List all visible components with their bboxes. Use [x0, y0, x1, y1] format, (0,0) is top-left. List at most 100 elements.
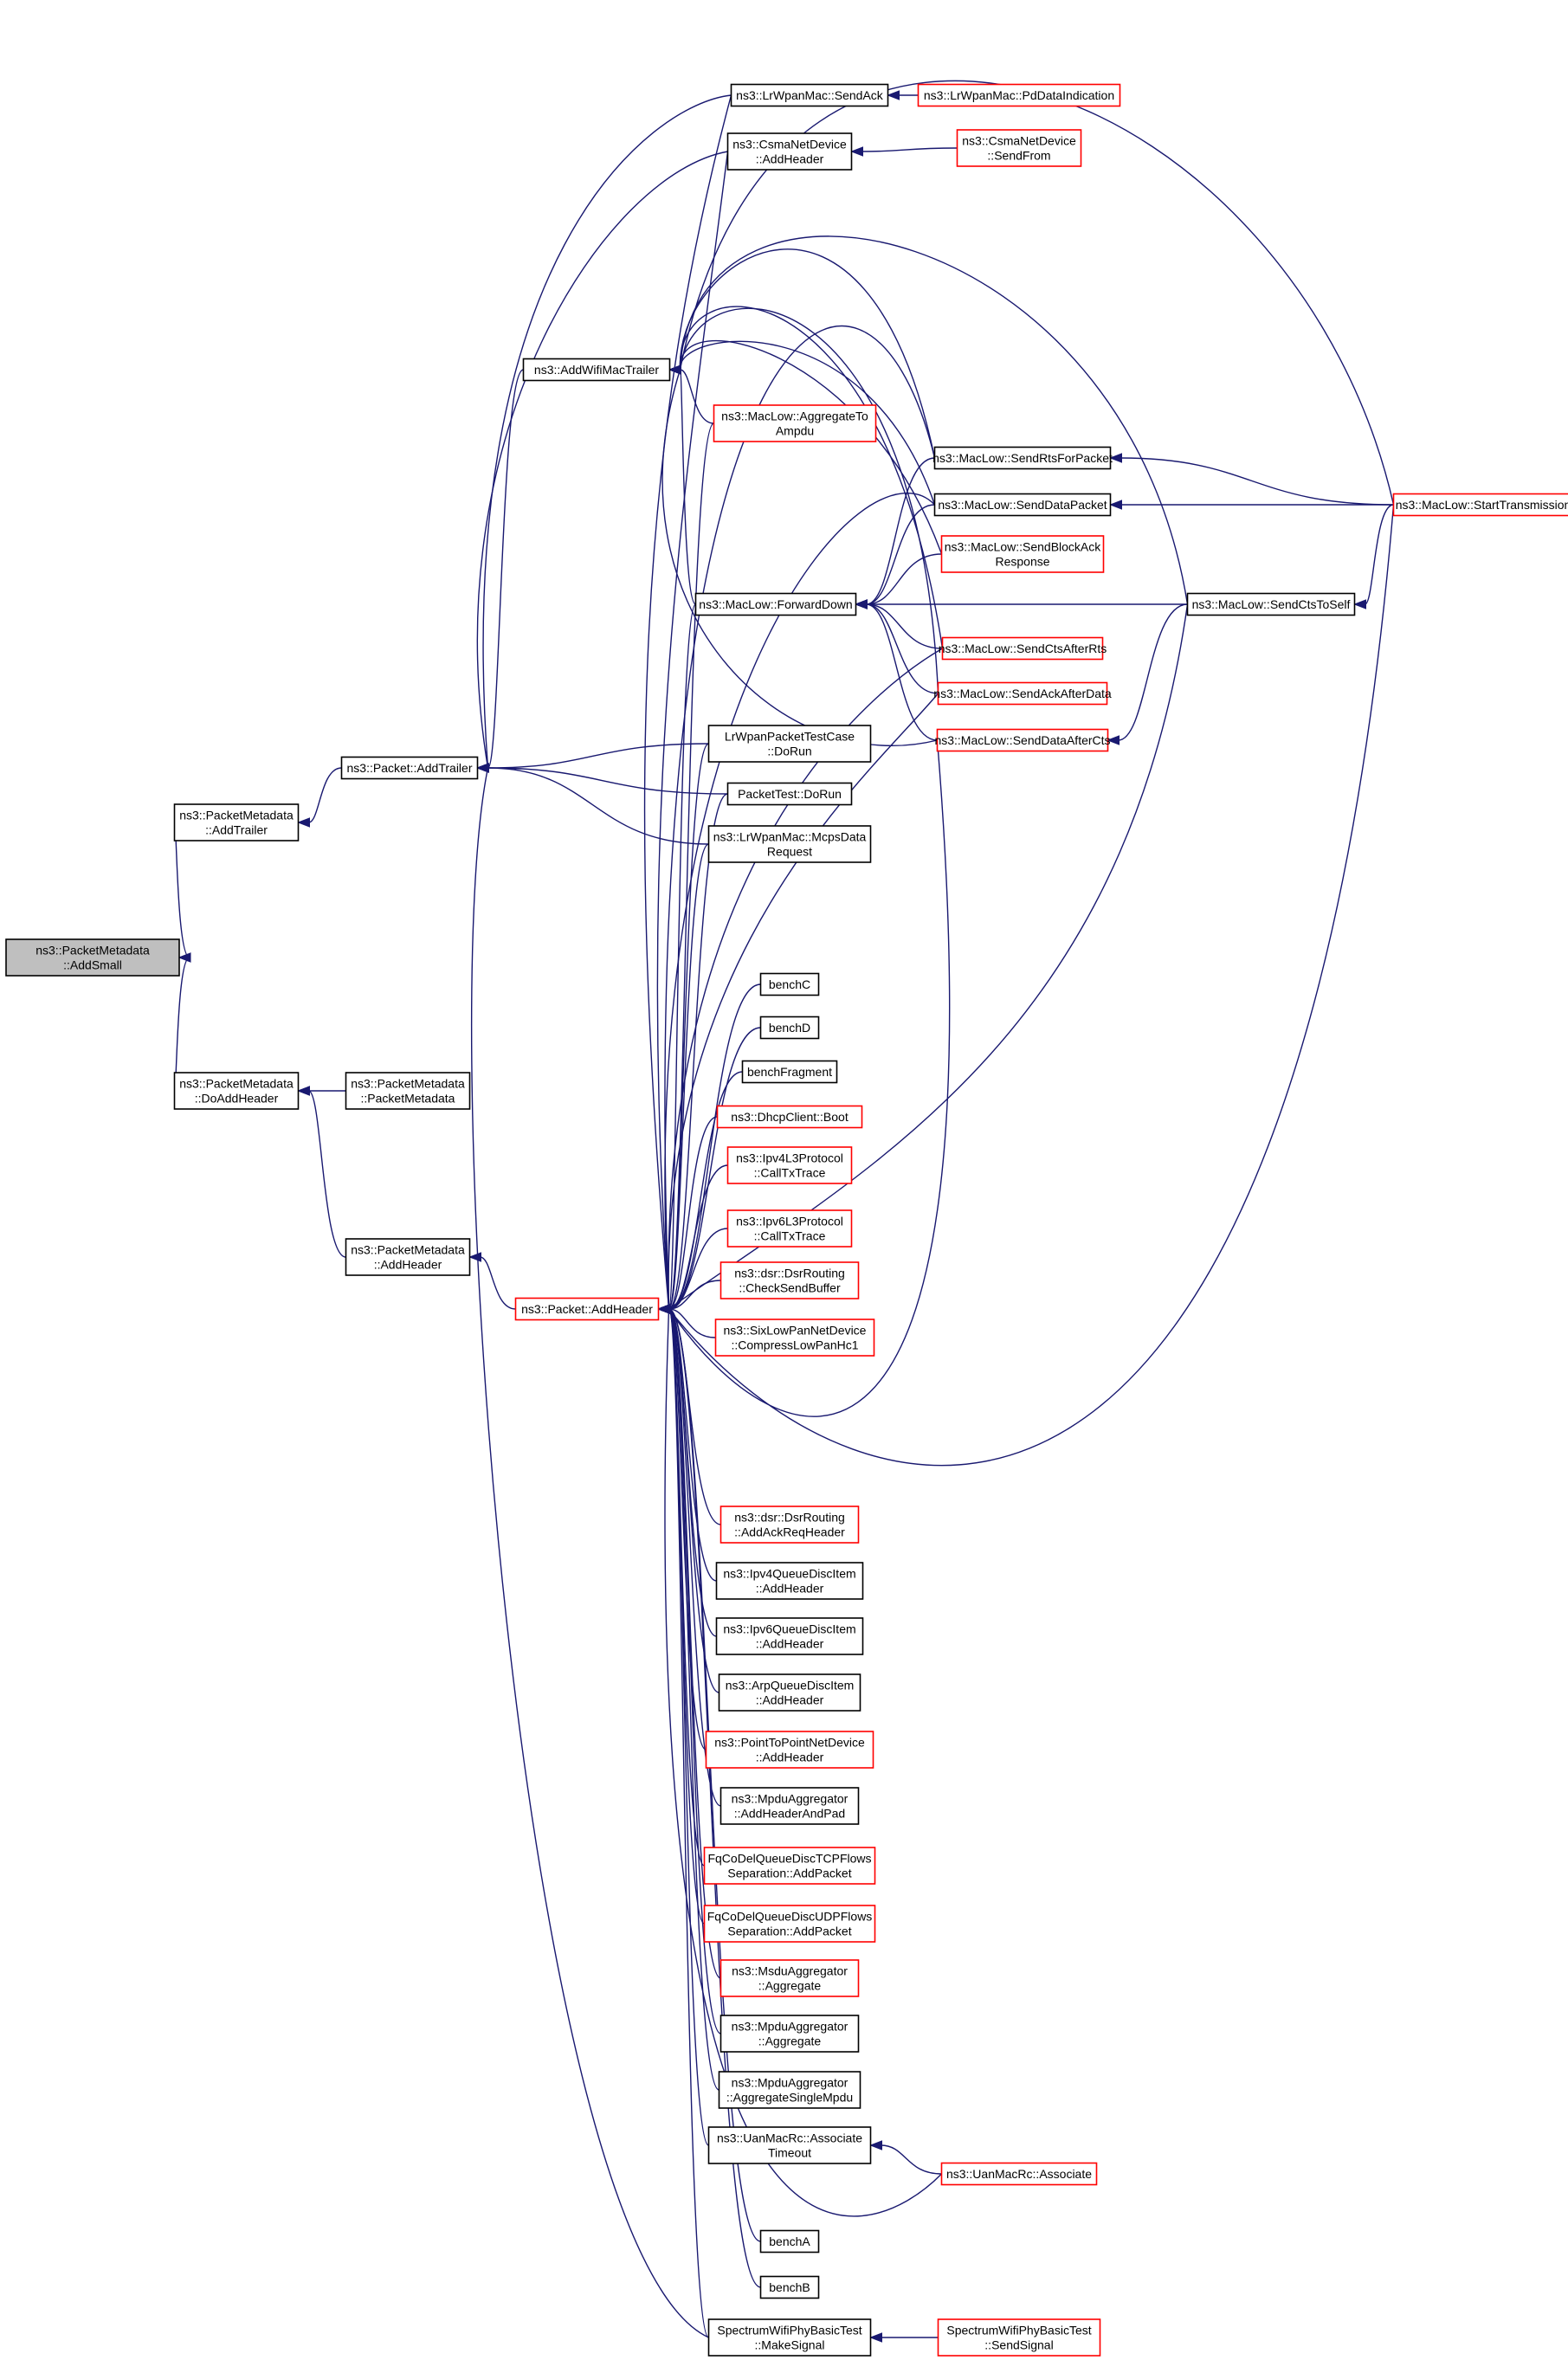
call-edge	[173, 957, 190, 1092]
node-label: ns3::MacLow::SendCtsToSelf	[1192, 597, 1351, 611]
node-label: ::DoRun	[767, 745, 811, 758]
call-edge	[1118, 603, 1188, 741]
graph-node-sendrts[interactable]: ns3::MacLow::SendRtsForPacket	[932, 446, 1113, 470]
graph-node-sendctstoself[interactable]: ns3::MacLow::SendCtsToSelf	[1186, 592, 1356, 616]
graph-node-ipv6qdi[interactable]: ns3::Ipv6QueueDiscItem::AddHeader	[715, 1617, 864, 1655]
graph-node-spectrum_make[interactable]: SpectrumWifiPhyBasicTest::MakeSignal	[707, 2318, 872, 2357]
call-edge-arrowhead	[1107, 735, 1120, 745]
graph-node-packettest[interactable]: PacketTest::DoRun	[726, 782, 853, 806]
graph-node-arpqdi[interactable]: ns3::ArpQueueDiscItem::AddHeader	[718, 1673, 861, 1712]
node-label: ns3::dsr::DsrRouting	[734, 1267, 845, 1280]
node-label: benchFragment	[747, 1065, 832, 1079]
node-box	[726, 1146, 853, 1184]
graph-node-lr_pddata[interactable]: ns3::LrWpanMac::PdDataIndication	[917, 83, 1121, 107]
graph-node-msdu_aggregate[interactable]: ns3::MsduAggregator::Aggregate	[719, 1959, 860, 1997]
graph-node-pm_pm[interactable]: ns3::PacketMetadata::PacketMetadata	[345, 1072, 471, 1110]
node-box	[703, 1905, 876, 1943]
node-box	[917, 83, 1121, 107]
graph-node-dhcpboot[interactable]: ns3::DhcpClient::Boot	[716, 1105, 863, 1129]
node-box	[936, 728, 1109, 752]
graph-node-addwifimactrailer[interactable]: ns3::AddWifiMacTrailer	[522, 358, 671, 382]
call-edge	[668, 1027, 761, 1310]
graph-node-p2p_addheader[interactable]: ns3::PointToPointNetDevice::AddHeader	[705, 1731, 874, 1769]
graph-node-starttx[interactable]: ns3::MacLow::StartTransmission	[1392, 493, 1568, 517]
call-edge	[866, 553, 942, 605]
node-label: benchC	[769, 977, 810, 991]
node-box	[730, 83, 889, 107]
graph-node-bencha[interactable]: benchA	[759, 2229, 820, 2254]
node-label: ns3::MacLow::StartTransmission	[1396, 498, 1568, 512]
graph-node-benchfragment[interactable]: benchFragment	[741, 1060, 838, 1084]
graph-node-p_addtrailer[interactable]: ns3::Packet::AddTrailer	[340, 756, 479, 780]
graph-node-mpdu_aggregate[interactable]: ns3::MpduAggregator::Aggregate	[719, 2015, 860, 2053]
node-box	[937, 681, 1108, 706]
graph-node-benchd[interactable]: benchD	[759, 1016, 820, 1040]
graph-node-dsrcheck[interactable]: ns3::dsr::DsrRouting::CheckSendBuffer	[719, 1261, 860, 1299]
node-label: ns3::MsduAggregator	[732, 1964, 848, 1978]
graph-node-pm_addtrailer[interactable]: ns3::PacketMetadata::AddTrailer	[173, 803, 300, 841]
graph-node-lr_sendack[interactable]: ns3::LrWpanMac::SendAck	[730, 83, 889, 107]
graph-node-sixlowpan[interactable]: ns3::SixLowPanNetDevice::CompressLowPanH…	[714, 1319, 875, 1357]
node-label: ns3::Ipv6L3Protocol	[736, 1215, 843, 1228]
graph-node-uan_associate[interactable]: ns3::UanMacRc::Associate	[940, 2162, 1098, 2186]
call-edge	[866, 603, 943, 649]
node-label: ns3::LrWpanMac::McpsData	[713, 830, 867, 844]
graph-node-mpdu_single[interactable]: ns3::MpduAggregator::AggregateSingleMpdu	[718, 2071, 861, 2109]
graph-node-pm_addheader[interactable]: ns3::PacketMetadata::AddHeader	[345, 1238, 471, 1276]
call-edge	[668, 693, 939, 1310]
graph-node-addsmall: ns3::PacketMetadata::AddSmall	[5, 938, 180, 977]
graph-node-forwarddown[interactable]: ns3::MacLow::ForwardDown	[694, 592, 857, 616]
node-box	[741, 1060, 838, 1084]
node-label: ::MakeSignal	[755, 2338, 825, 2352]
call-edge	[480, 1256, 516, 1310]
call-edge-arrowhead	[468, 1252, 481, 1262]
node-label: ::AddHeader	[756, 1637, 824, 1651]
node-label: ns3::PacketMetadata	[35, 944, 150, 958]
graph-node-sendcts[interactable]: ns3::MacLow::SendCtsAfterRts	[939, 636, 1107, 661]
node-box	[719, 1787, 860, 1825]
graph-node-fqudp[interactable]: FqCoDelQueueDiscUDPFlowsSeparation::AddP…	[703, 1905, 876, 1943]
node-box	[759, 1016, 820, 1040]
node-label: FqCoDelQueueDiscTCPFlows	[707, 1852, 871, 1866]
node-box	[726, 1209, 853, 1248]
graph-node-mpdu_addheaderpad[interactable]: ns3::MpduAggregator::AddHeaderAndPad	[719, 1787, 860, 1825]
graph-node-p_addheader[interactable]: ns3::Packet::AddHeader	[514, 1297, 660, 1321]
node-label: ns3::DhcpClient::Boot	[731, 1110, 849, 1124]
graph-node-csma_addheader[interactable]: ns3::CsmaNetDevice::AddHeader	[726, 132, 853, 171]
graph-node-ipv4calltx[interactable]: ns3::Ipv4L3Protocol::CallTxTrace	[726, 1146, 853, 1184]
node-box	[726, 132, 853, 171]
call-edge-arrowhead	[657, 1304, 670, 1314]
node-label: ::AddHeader	[374, 1258, 442, 1272]
graph-node-dsrackreq[interactable]: ns3::dsr::DsrRouting::AddAckReqHeader	[719, 1506, 860, 1544]
node-box	[340, 756, 479, 780]
call-edge-arrowhead	[177, 952, 191, 963]
graph-node-sendack[interactable]: ns3::MacLow::SendAckAfterData	[933, 681, 1112, 706]
graph-node-benchc[interactable]: benchC	[759, 972, 820, 996]
node-label: Separation::AddPacket	[727, 1925, 851, 1938]
graph-node-senddataaftercts[interactable]: ns3::MacLow::SendDataAfterCts	[934, 728, 1111, 752]
node-label: ns3::Ipv4QueueDiscItem	[723, 1567, 855, 1581]
node-label: PacketTest::DoRun	[738, 787, 842, 801]
graph-node-pm_doaddheader[interactable]: ns3::PacketMetadata::DoAddHeader	[173, 1072, 300, 1110]
node-box	[703, 1847, 876, 1885]
graph-node-spectrum_send[interactable]: SpectrumWifiPhyBasicTest::SendSignal	[937, 2318, 1101, 2357]
node-box	[5, 938, 180, 977]
node-box	[173, 803, 300, 841]
node-box	[705, 1731, 874, 1769]
call-edge-arrowhead	[297, 1086, 310, 1096]
graph-node-ipv4qdi[interactable]: ns3::Ipv4QueueDiscItem::AddHeader	[715, 1562, 864, 1600]
graph-node-benchb[interactable]: benchB	[759, 2275, 820, 2299]
graph-node-csma_sendfrom[interactable]: ns3::CsmaNetDevice::SendFrom	[956, 129, 1082, 167]
graph-node-senddata[interactable]: ns3::MacLow::SendDataPacket	[933, 493, 1112, 517]
call-edge	[1364, 504, 1394, 605]
node-label: benchB	[769, 2280, 810, 2294]
call-edge-arrowhead	[668, 364, 681, 375]
graph-node-lrwpantestcase[interactable]: LrWpanPacketTestCase::DoRun	[707, 725, 872, 763]
graph-node-fqtcp[interactable]: FqCoDelQueueDiscTCPFlowsSeparation::AddP…	[703, 1847, 876, 1885]
graph-node-ipv6calltx[interactable]: ns3::Ipv6L3Protocol::CallTxTrace	[726, 1209, 853, 1248]
node-box	[707, 825, 872, 863]
